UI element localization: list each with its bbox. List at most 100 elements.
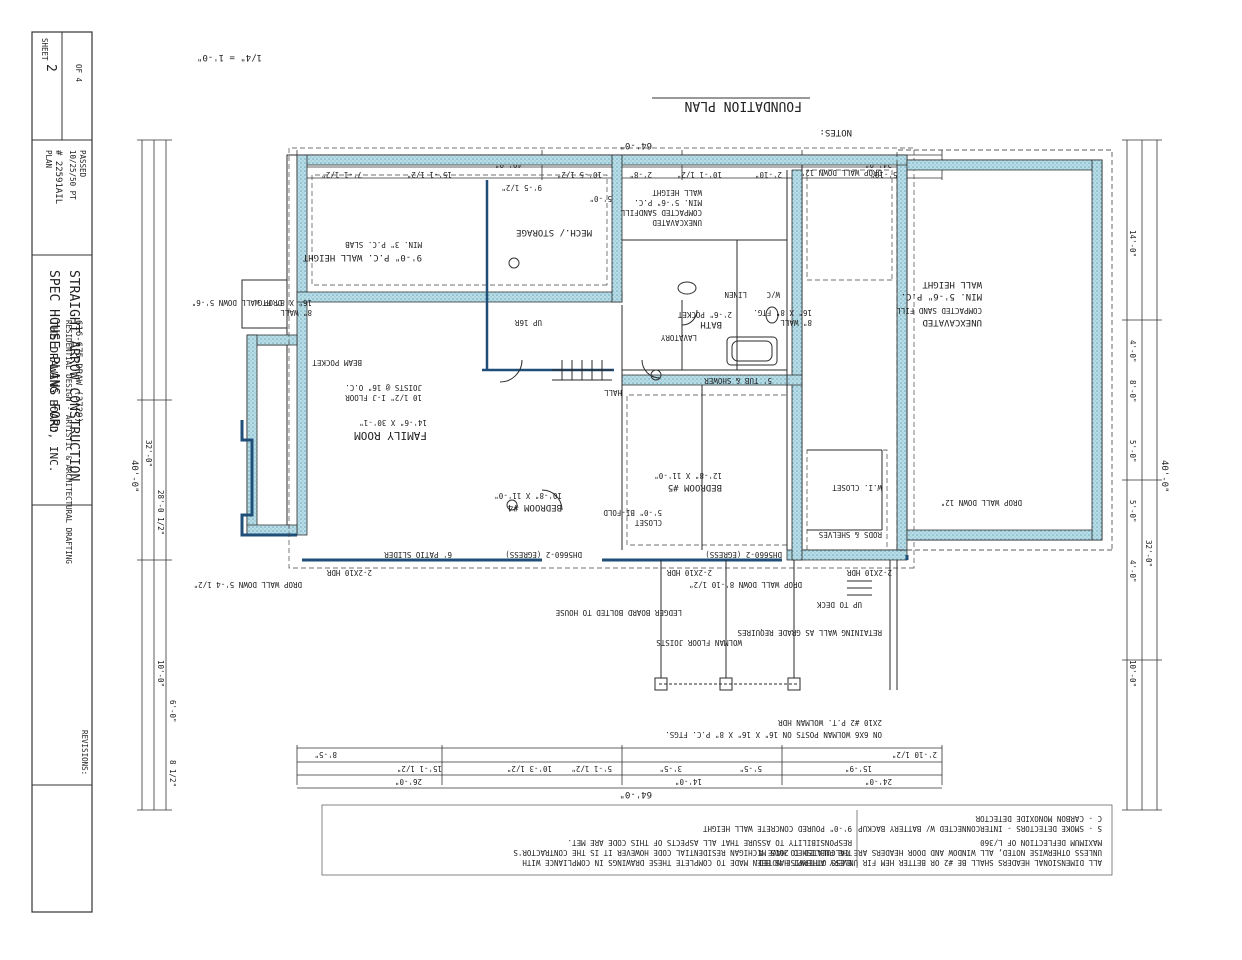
wc-name: W/C [766, 290, 780, 299]
wolman-hdr: 2X10 #2 P.T. WOLMAN HDR [778, 718, 882, 727]
dim-top-d6: 10'-3 1/2" [507, 764, 552, 773]
unexc-small-l4: WALL HEIGHT [652, 188, 702, 197]
notes-heading: NOTES: [819, 127, 852, 137]
bedroom5-size: 12'-8" X 11'-0" [654, 471, 722, 480]
patio-slider: 6' PATIO SLIDER [384, 550, 452, 559]
callouts: 2-2X10 HDR 2-2X10 HDR 2-2X10 HDR 6' PATI… [192, 168, 1022, 739]
note-8: S - SMOKE DETECTORS - INTERCONNECTED W/ … [858, 824, 1102, 833]
dim-right-total: 40'-0" [1159, 460, 1169, 493]
dim-top-d5: 5'-1 1/2" [571, 764, 612, 773]
company-subtitle: RESIDENTIAL DESIGN · ARTISTIC & ARCHITEC… [64, 320, 73, 564]
plan-title: FOUNDATION PLAN [685, 98, 802, 113]
dim-top-left: 24'-0" [865, 777, 892, 786]
smoke-detectors [506, 257, 662, 511]
dim-left-c: 10'-0" [156, 660, 165, 687]
linen-name: LINEN [724, 290, 747, 299]
wolman-posts: ON 6X6 WOLMAN POSTS ON 16" X 16" X 8" P.… [665, 730, 882, 739]
egress-2: DH5660-2 (EGRESS) [705, 550, 782, 559]
dim-right-d: 4'-0" [1128, 340, 1137, 363]
plan-status: PASSED [78, 150, 87, 178]
unexc-large-l4: WALL HEIGHT [922, 279, 982, 289]
unexc-large-l3: MIN. 5'-6" P.C. [901, 291, 982, 301]
plan-scale: 1/4" = 1'-0" [197, 52, 262, 62]
bedroom4-name: BEDROOM #4 [508, 502, 562, 512]
closet-note: 5'-0" BI-FOLD [603, 508, 662, 517]
up-to-deck: UP TO DECK [816, 600, 862, 609]
dim-top-d8: 8'-5" [314, 750, 337, 759]
dim-bot-d2: 2'-10" [755, 170, 782, 179]
unexc-large-l2: COMPACTED SAND FILL [896, 306, 982, 315]
plan-number: # 22591AIL [53, 150, 63, 204]
dim-top-right: 26'-0" [395, 777, 422, 786]
plan-label: PLAN [44, 150, 53, 168]
foundation-walls [240, 154, 909, 562]
plan-date: 10/25/50 PT [68, 150, 77, 200]
revisions-label: REVISIONS: [80, 730, 89, 775]
dim-bot-d3: 10'-1 1/2" [677, 170, 722, 179]
dim-top-mid: 14'-0" [675, 777, 702, 786]
sheet-label: SHEET [40, 38, 49, 61]
dim-left-d: 6'-0" [168, 700, 177, 723]
family-room-name: FAMILY ROOM [354, 429, 427, 442]
title-block: REVISIONS: THE DRAWING BOARD, INC. RESID… [31, 31, 93, 913]
dim-left-a: 32'-0" [144, 440, 153, 467]
interior-partitions [499, 170, 898, 691]
sheet-number: 2 [43, 64, 58, 72]
note-3: RESPONSIBILITY TO ASSURE THAT ALL ASPECT… [568, 838, 852, 847]
bath-name: BATH [700, 319, 722, 329]
note-6: UNLESS OTHERWISE NOTED, ALL WINDOW AND D… [758, 848, 1102, 857]
joist-hangers: WOLMAN FLOOR JOISTS [656, 638, 742, 647]
dim-top-total: 64'-0" [619, 789, 652, 799]
retaining-wall: RETAINING WALL AS GRADE REQUIRES [737, 628, 882, 637]
note-1: EVERY ATTEMPT HAS BEEN MADE TO COMPLETE … [522, 858, 852, 867]
dim-top-d2: 15'-9" [845, 764, 872, 773]
wall-height-note: 9'-0" P.C. WALL HEIGHT [302, 252, 422, 262]
bath-note: 2'-6" POCKET [677, 310, 732, 319]
note-5: ALL DIMENSIONAL HEADERS SHALL BE #2 OR B… [754, 858, 1102, 867]
footing-outlines [288, 147, 915, 569]
company-name: THE DRAWING BOARD, INC. [47, 320, 60, 472]
note-2: THE PUBLISHED 2015 MICHIGAN RESIDENTIAL … [513, 848, 852, 857]
family-room-size: 14'-6" X 30'-1" [359, 418, 427, 427]
drop-wall-12a: DROP WALL DOWN 12" [941, 498, 1022, 507]
dim-left-b: 28'-0 1/2" [156, 490, 165, 535]
drop-wall-56: DROP WALL DOWN 5'-6" [192, 298, 282, 307]
hdr-3: 2-2X10 HDR [326, 568, 372, 577]
dim-right-b: 14'-0" [1128, 230, 1137, 257]
drop-wall-8: DROP WALL DOWN 8'-10 1/2" [689, 580, 802, 589]
company-phone: 616-675-DRAW (3729) [73, 320, 83, 423]
dim-right-g: 5'-0" [1128, 500, 1137, 523]
note-9: C - CARBON MONOXIDE DETECTOR [975, 814, 1102, 823]
ftg-note: 16" X 8" FTG. [753, 308, 812, 317]
hdr-2: 2-2X10 HDR [666, 568, 712, 577]
note-7: MAXIMUM DEFLECTION OF L/360 [980, 838, 1102, 847]
unexcavated-walls [896, 149, 1113, 551]
bedroom5-name: BEDROOM #5 [668, 482, 722, 492]
dim-right-a: 32'-0" [1144, 540, 1153, 567]
egress-1: DH5660-2 (EGRESS) [505, 550, 582, 559]
unexc-large-l1: UNEXCAVATED [922, 317, 982, 327]
notes-block: NOTES: EVERY ATTEMPT HAS BEEN MADE TO CO… [321, 127, 1113, 876]
dim-bot-d7: 15'-1 1/2" [407, 170, 452, 179]
room-labels: FAMILY ROOM 14'-6" X 30'-1" 10 1/2" I-J … [302, 188, 982, 539]
dim-bot-d8: 7'-1 1/2" [321, 170, 362, 179]
dim-top-d4: 3'-5" [659, 764, 682, 773]
builder-line: STRAIGHT ARROW CONSTRUCTION [66, 270, 81, 481]
dim-right-h: 4'-0" [1128, 560, 1137, 583]
drop-wall-55: DROP WALL DOWN 5'-4 1/2" [194, 580, 302, 589]
family-room-joist: JOISTS @ 16" O.C. [345, 383, 422, 392]
dim-right-c: 10'-0" [1128, 660, 1137, 687]
dim-bot-d5: 10'-5 1/2" [557, 170, 602, 179]
hall-name: HALL [603, 388, 622, 397]
unexc-small-l2: COMPACTED SANDFILL [620, 208, 702, 217]
dim-right-f: 5'-0" [1128, 440, 1137, 463]
bedroom4-size: 10'-8" X 11'-0" [494, 491, 562, 500]
sheet-of: OF 4 [74, 64, 83, 83]
wall-8-note-2: 8" WALL [280, 308, 312, 317]
dim-right-e: 8'-0" [1128, 380, 1137, 403]
stair-up: UP 16R [514, 318, 542, 327]
mech-name: MECH./ STORAGE [516, 227, 592, 237]
note-4: 9'-0" POURED CONCRETE WALL HEIGHT [703, 824, 852, 833]
